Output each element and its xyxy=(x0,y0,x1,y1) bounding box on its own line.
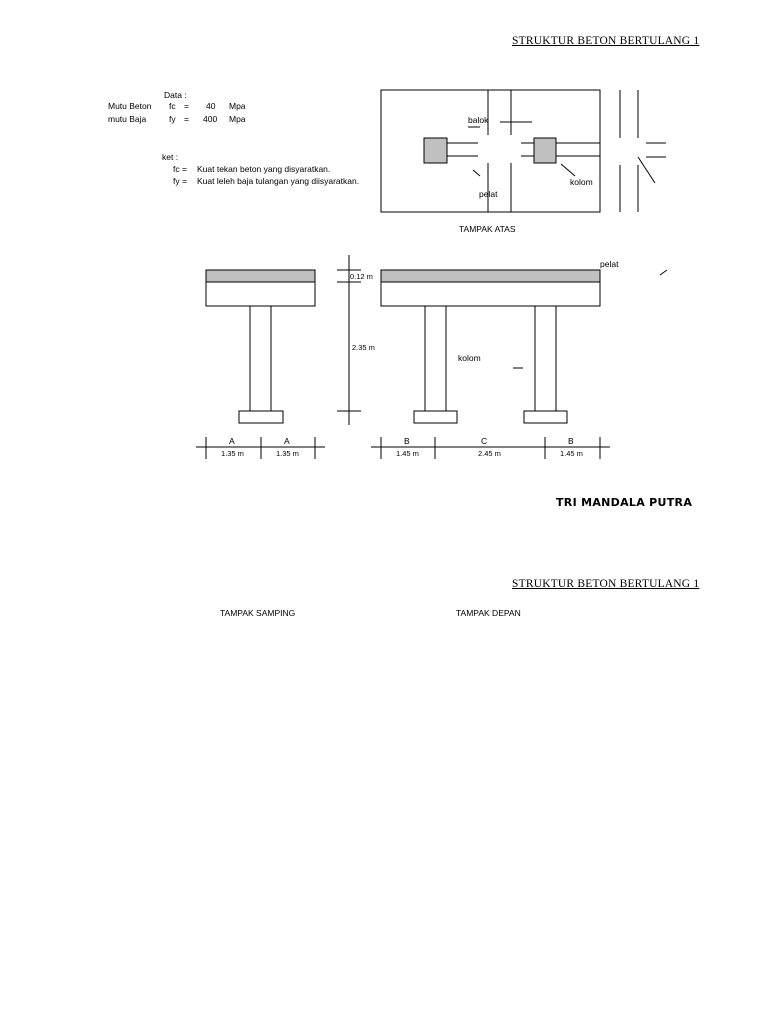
balok-label: balok xyxy=(468,115,489,125)
pelat-label: pelat xyxy=(600,259,619,269)
front-footing-left xyxy=(413,410,458,424)
data-row-eq: = xyxy=(184,101,189,111)
tampak-samping-caption: TAMPAK SAMPING xyxy=(220,608,296,618)
page2-title: STRUKTUR BETON BERTULANG 1 xyxy=(512,578,700,590)
leader-line xyxy=(659,269,668,276)
side-column xyxy=(249,305,272,412)
span-length: 1.45 m xyxy=(560,449,583,458)
plan-outline xyxy=(380,89,601,213)
span-letter: C xyxy=(481,436,488,446)
span-letter: A xyxy=(229,436,235,446)
data-row-symbol: fc xyxy=(169,101,176,111)
side-slab xyxy=(205,269,316,283)
column-height-label: 2.35 m xyxy=(352,343,375,352)
detail-line xyxy=(637,156,656,184)
front-slab xyxy=(380,269,601,283)
span-length: 1.35 m xyxy=(276,449,299,458)
data-row-value: 400 xyxy=(203,114,218,124)
plan-column xyxy=(533,137,557,164)
data-row-value: 40 xyxy=(206,101,216,111)
data-row-label: mutu Baja xyxy=(108,114,147,124)
page-title: STRUKTUR BETON BERTULANG 1 xyxy=(512,35,700,47)
leader-line xyxy=(472,169,481,177)
front-footing-right xyxy=(523,410,568,424)
span-length: 1.35 m xyxy=(221,449,244,458)
data-row-unit: Mpa xyxy=(229,114,246,124)
span-letter: A xyxy=(284,436,290,446)
kolom-label: kolom xyxy=(570,177,593,187)
plan-caption: TAMPAK ATAS xyxy=(459,224,516,234)
leader-line xyxy=(560,163,576,177)
ket-heading: ket : xyxy=(162,152,179,162)
tampak-depan-caption: TAMPAK DEPAN xyxy=(456,608,521,618)
side-footing xyxy=(238,410,284,424)
kolom-label: kolom xyxy=(458,353,481,363)
front-column-left xyxy=(424,305,447,412)
ket-desc: Kuat tekan beton yang disyaratkan. xyxy=(197,164,331,174)
ket-symbol: fc = xyxy=(173,164,187,174)
data-row-label: Mutu Beton xyxy=(108,101,152,111)
span-length: 2.45 m xyxy=(478,449,501,458)
data-heading: Data : xyxy=(164,90,187,100)
front-beam xyxy=(380,281,601,307)
author-name: TRI MANDALA PUTRA xyxy=(556,496,693,509)
slab-thickness-label: 0.12 m xyxy=(350,272,373,281)
span-length: 1.45 m xyxy=(396,449,419,458)
front-column-right xyxy=(534,305,557,412)
ket-symbol: fy = xyxy=(173,176,187,186)
pelat-label: pelat xyxy=(479,189,498,199)
plan-column xyxy=(423,137,448,164)
span-letter: B xyxy=(404,436,410,446)
side-beam xyxy=(205,281,316,307)
data-row-unit: Mpa xyxy=(229,101,246,111)
data-row-symbol: fy xyxy=(169,114,176,124)
span-letter: B xyxy=(568,436,574,446)
ket-desc: Kuat leleh baja tulangan yang diisyaratk… xyxy=(197,176,360,186)
data-row-eq: = xyxy=(184,114,189,124)
